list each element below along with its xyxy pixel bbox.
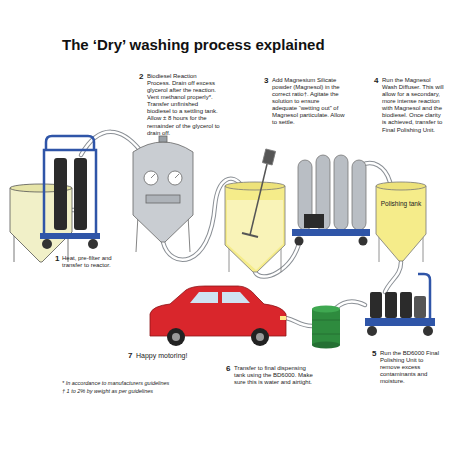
pipe	[385, 262, 401, 292]
filter-housing	[54, 158, 67, 230]
mixer-shaft	[250, 160, 268, 235]
car	[150, 286, 286, 346]
tank-outline	[375, 180, 427, 262]
pre-filter-cart	[40, 136, 100, 249]
tank-label: Polishing tank	[375, 180, 427, 207]
mixer-motor	[262, 149, 275, 165]
wheel	[359, 237, 368, 246]
gauge	[168, 171, 182, 185]
wheel	[367, 326, 377, 336]
car-window	[190, 292, 218, 303]
car-wheel	[167, 328, 185, 346]
pipe	[336, 302, 365, 308]
callout-number: 3	[264, 76, 268, 85]
barrel-top	[312, 306, 340, 313]
title: The ‘Dry’ washing process explained	[62, 36, 325, 54]
tank-top	[376, 182, 426, 190]
callout-number: 2	[139, 72, 143, 81]
step-text: Run the BD6000 Final Polishing Unit to r…	[380, 350, 444, 385]
tank-leg	[188, 215, 190, 252]
pump	[414, 296, 426, 318]
callout-number: 4	[374, 76, 378, 85]
diffuser-cylinder	[352, 160, 366, 230]
step-text: Biodiesel Reaction Process. Drain off ex…	[147, 73, 221, 137]
gauge	[144, 171, 158, 185]
car-body	[150, 286, 286, 336]
pump	[304, 214, 324, 228]
wheel	[88, 239, 98, 249]
barrel-bottom	[312, 342, 340, 349]
filter-canister	[370, 292, 382, 318]
filter-canister	[400, 292, 412, 318]
footnote: † 1 to 2% by weight as per guidelines	[62, 388, 212, 394]
tank-body	[133, 142, 193, 242]
bd6000-unit	[365, 274, 435, 336]
step-text: Add Magnesium Silicate powder (Magnesol)…	[272, 77, 346, 127]
pipe	[286, 318, 312, 326]
callout-number: 5	[372, 349, 376, 358]
car-hub	[172, 333, 180, 341]
car-window	[222, 292, 250, 303]
pipe	[286, 318, 312, 326]
tank-top	[225, 182, 285, 190]
tank-liquid	[227, 200, 283, 270]
callout-number: 6	[226, 364, 230, 373]
mixer-paddle	[242, 233, 258, 237]
wheel	[42, 239, 52, 249]
settling-tank	[225, 149, 285, 272]
barrel-body	[312, 309, 340, 345]
pipe	[336, 302, 365, 308]
control-panel	[146, 195, 180, 203]
reactor-tank	[133, 136, 193, 252]
gauge-needle	[151, 174, 155, 178]
footnote: * In accordance to manufacturers guideli…	[62, 380, 212, 386]
wheel	[423, 326, 433, 336]
cart-base	[40, 233, 100, 239]
polishing-tank: Polishing tank	[375, 180, 427, 262]
filter-canister	[385, 292, 397, 318]
pipes	[72, 132, 401, 326]
step-text: Run the Magnesol Wash Diffuser. This wil…	[382, 77, 445, 134]
vent-valve	[159, 136, 167, 142]
step-text: Heat, pre-filter and transfer to reactor…	[62, 255, 114, 269]
barrel-ring	[312, 334, 340, 335]
barrel-ring	[312, 320, 340, 321]
car-light	[280, 316, 286, 320]
step-text: Transfer to final dispensing tank using …	[234, 365, 314, 386]
filter-housing	[74, 158, 87, 230]
cart-base	[292, 229, 370, 236]
gauge-needle	[175, 174, 179, 178]
car-hub	[256, 333, 264, 341]
tank-leg	[136, 215, 138, 252]
cart-base	[365, 318, 435, 326]
cart-frame	[44, 150, 96, 235]
callout-number: 1	[55, 254, 59, 263]
cart-handle	[46, 136, 94, 150]
pipe	[385, 262, 401, 292]
wheel	[295, 237, 304, 246]
car-wheel	[251, 328, 269, 346]
step-text: Happy motoring!	[136, 352, 206, 360]
dispensing-barrel	[312, 306, 340, 349]
callout-number: 7	[128, 351, 132, 360]
tank-body	[376, 186, 426, 261]
tank-body	[225, 186, 285, 272]
wash-diffuser	[292, 155, 370, 246]
diffuser-cylinder	[334, 155, 348, 230]
